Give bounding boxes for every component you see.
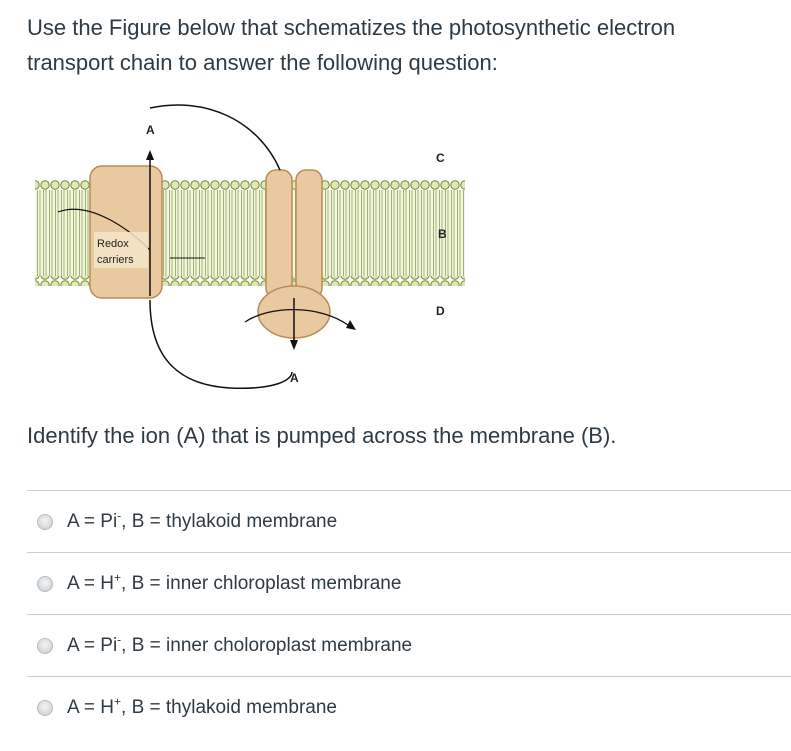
protein-complex-2: [266, 170, 292, 298]
answer-label: A = H+, B = thylakoid membrane: [67, 697, 337, 719]
rotation-arrow-head: [346, 320, 356, 330]
arrow-down-head: [290, 340, 298, 350]
answer-option-4[interactable]: A = H+, B = thylakoid membrane: [27, 676, 791, 738]
protein-complex-3: [296, 170, 322, 298]
label-d: D: [436, 304, 445, 318]
label-a-top: A: [146, 123, 155, 137]
answer-option-1[interactable]: A = Pi-, B = thylakoid membrane: [27, 490, 791, 552]
radio-button[interactable]: [37, 700, 53, 716]
answer-label: A = Pi-, B = inner choloroplast membrane: [67, 635, 412, 657]
answer-label: A = Pi-, B = thylakoid membrane: [67, 511, 337, 533]
radio-button[interactable]: [37, 576, 53, 592]
electron-transport-figure: Redox carriers A C B D A: [30, 100, 480, 400]
curved-path-top: [150, 105, 280, 170]
question-intro: Use the Figure below that schematizes th…: [27, 10, 767, 80]
radio-button[interactable]: [37, 638, 53, 654]
arrow-up-head: [146, 150, 154, 160]
answer-option-3[interactable]: A = Pi-, B = inner choloroplast membrane: [27, 614, 791, 676]
membrane-diagram: Redox carriers A C B D A: [30, 100, 480, 400]
answer-option-2[interactable]: A = H+, B = inner chloroplast membrane: [27, 552, 791, 614]
radio-button[interactable]: [37, 514, 53, 530]
redox-label-line2: carriers: [97, 254, 134, 266]
redox-label-line1: Redox: [97, 238, 129, 250]
question-prompt: Identify the ion (A) that is pumped acro…: [27, 418, 616, 453]
label-a-bottom: A: [290, 371, 299, 385]
label-c: C: [436, 151, 445, 165]
label-b: B: [438, 227, 447, 241]
answer-label: A = H+, B = inner chloroplast membrane: [67, 573, 401, 595]
answer-list: A = Pi-, B = thylakoid membrane A = H+, …: [27, 490, 791, 738]
